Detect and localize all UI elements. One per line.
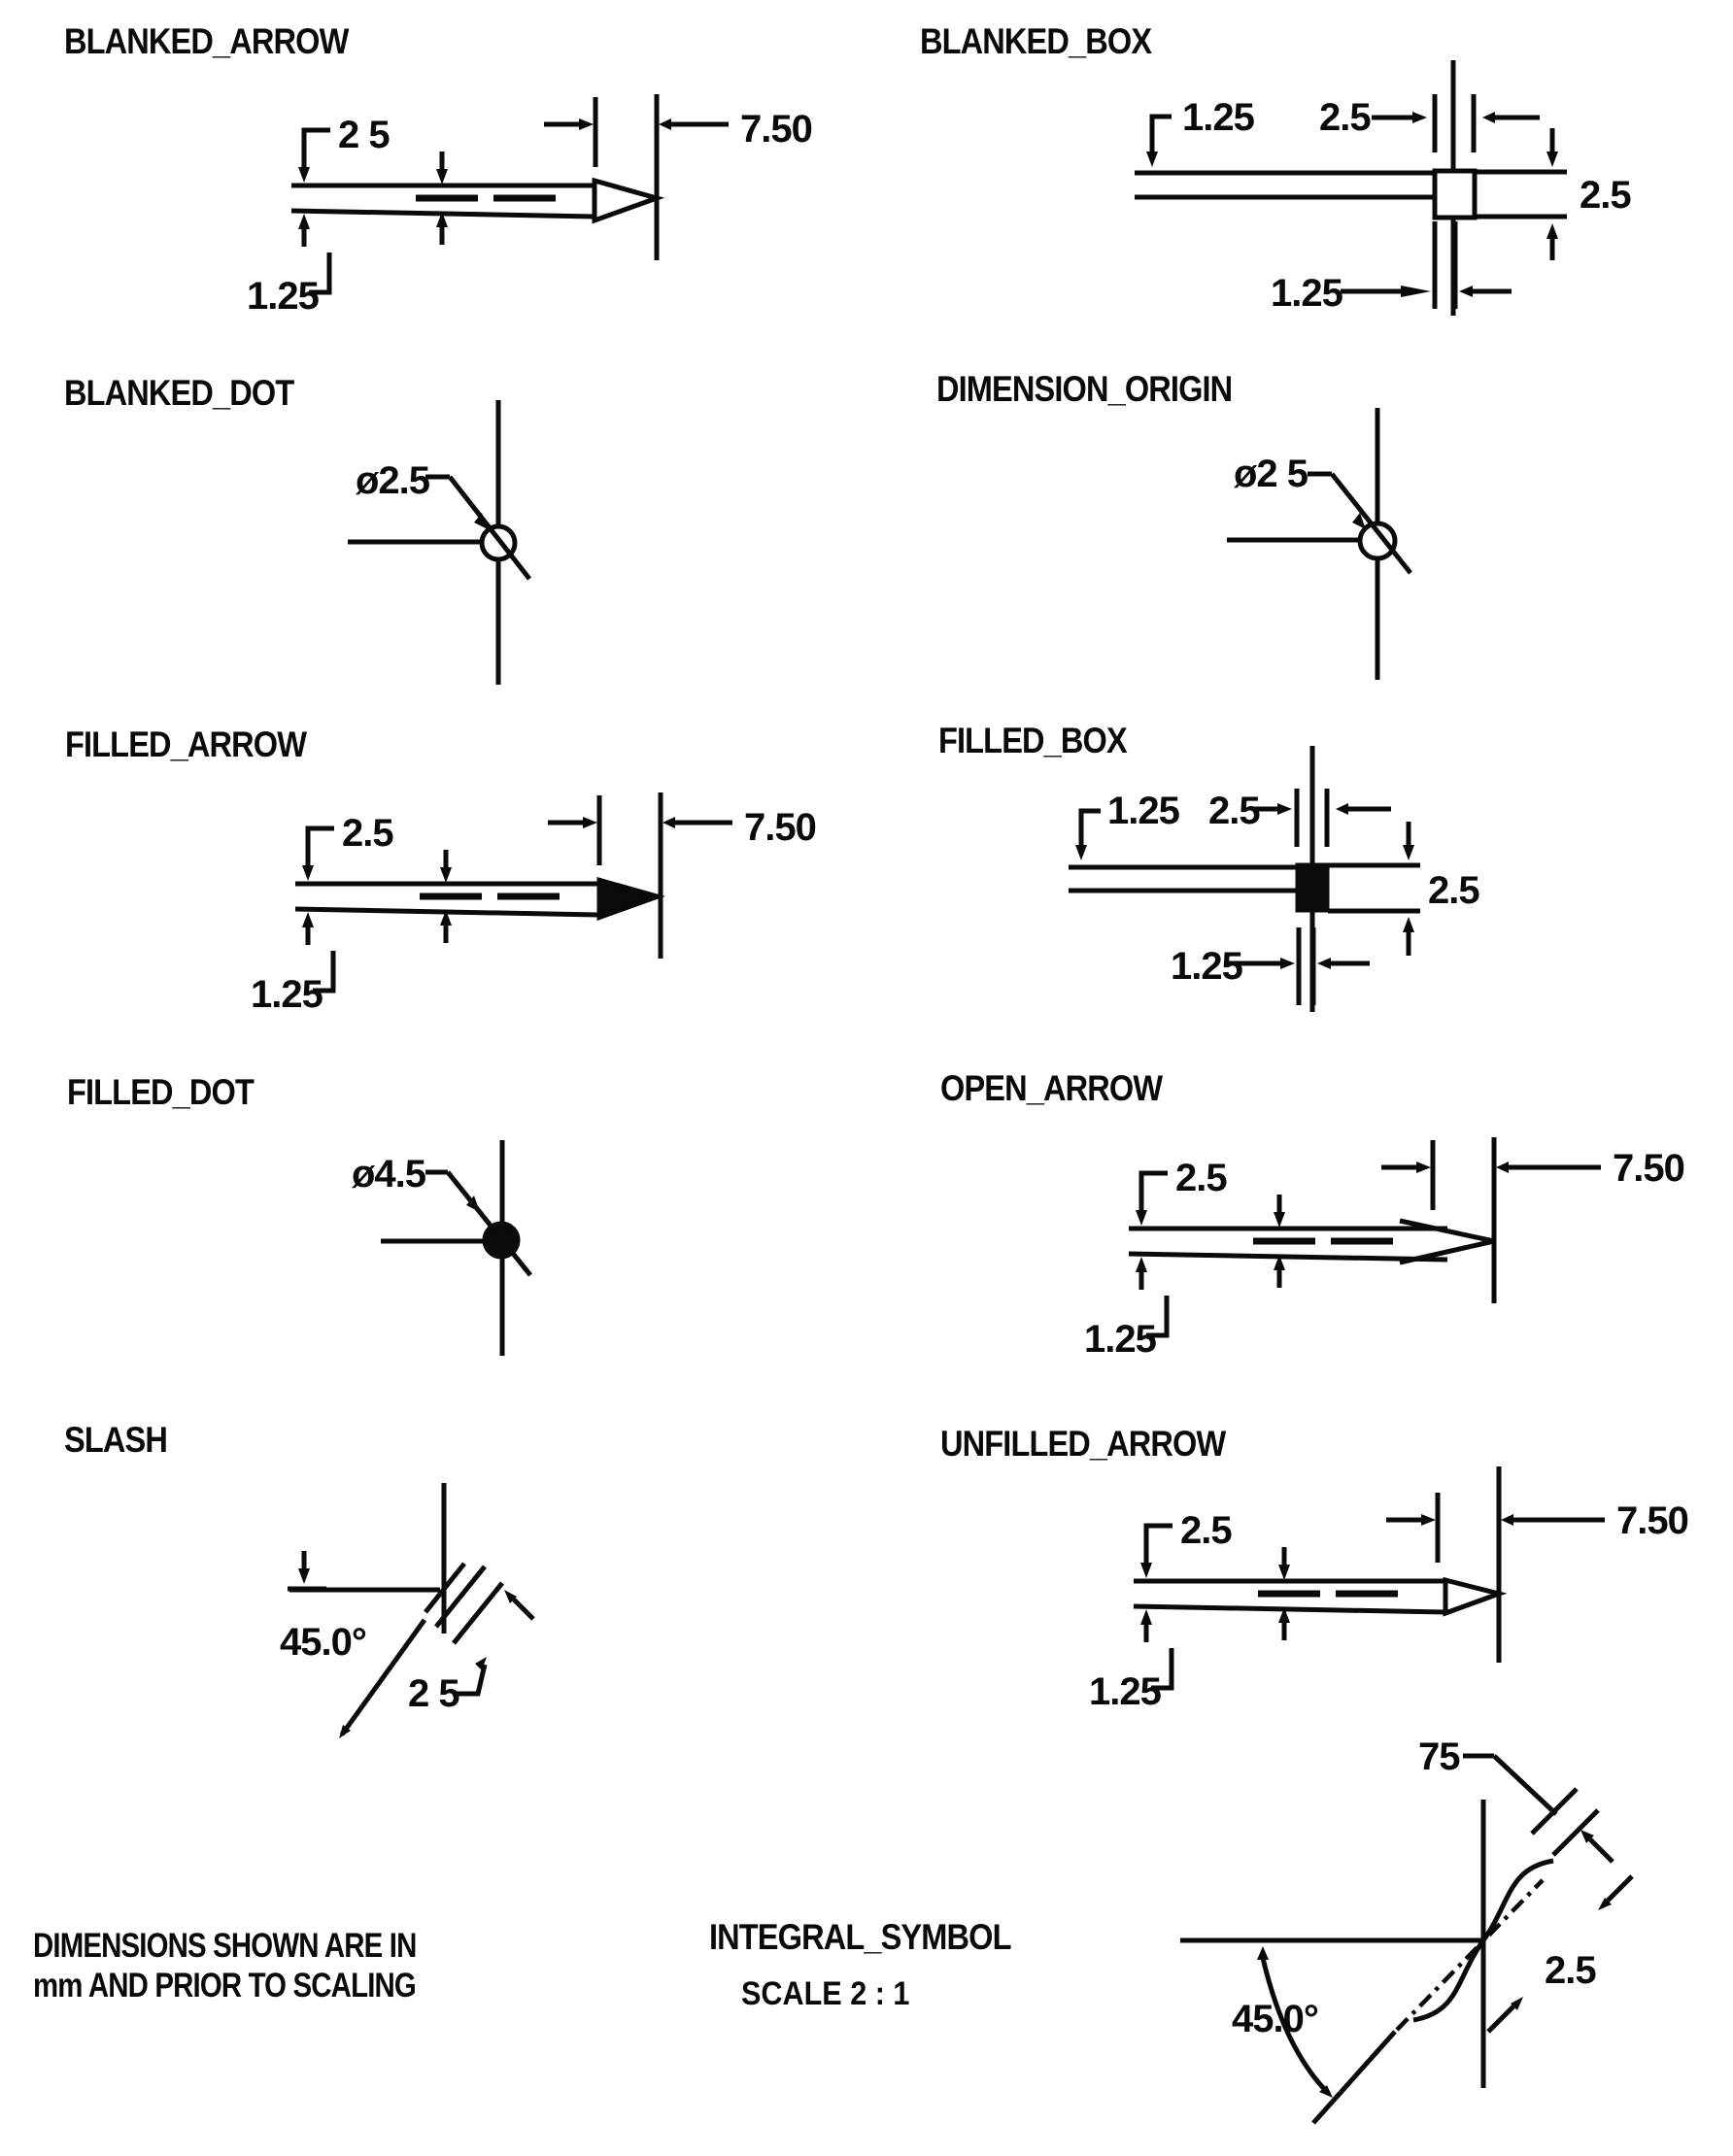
blanked-box-figure: 1.25 2.5 2.5 1.25 — [1135, 60, 1632, 316]
filled-arrowhead — [596, 877, 665, 922]
filled-arrow-figure: 2.5 7.50 1.25 — [251, 792, 817, 1016]
blanked-arrow-figure: 2 5 7.50 1.25 — [247, 94, 813, 318]
blanked-box-dim-left: 1.25 — [1182, 96, 1255, 139]
open-arrow-dim-bottom: 1.25 — [1084, 1318, 1157, 1361]
open-arrowhead — [1399, 1218, 1495, 1265]
title-open-arrow: OPEN_ARROW — [940, 1068, 1163, 1108]
title-blanked-arrow: BLANKED_ARROW — [64, 21, 349, 61]
dimension-origin-diameter: ø2 5 — [1234, 453, 1308, 495]
integral-symbol-figure: 75 2.5 45.0° — [1180, 1735, 1634, 2125]
integral-dim-top: 75 — [1418, 1735, 1460, 1778]
filled-box-dim-width: 2.5 — [1208, 790, 1260, 832]
filled-box-terminator — [1295, 862, 1330, 913]
unfilled-arrow-figure: 2.5 7.50 1.25 — [1089, 1466, 1689, 1713]
unfilled-arrow-dim-right: 7.50 — [1616, 1499, 1688, 1542]
slash-figure: 45.0° 2 5 — [280, 1483, 535, 1738]
unfilled-arrow-dim-bottom: 1.25 — [1089, 1670, 1162, 1713]
dimension-origin-figure: ø2 5 — [1227, 408, 1412, 680]
open-arrow-figure: 2.5 7.50 1.25 — [1084, 1137, 1685, 1361]
filled-arrow-dim-right: 7.50 — [744, 806, 816, 849]
title-slash: SLASH — [64, 1420, 168, 1460]
title-filled-dot: FILLED_DOT — [67, 1072, 255, 1112]
unfilled-arrowhead — [1443, 1576, 1508, 1617]
blanked-arrow-dim-right: 7.50 — [740, 108, 812, 151]
title-filled-arrow: FILLED_ARROW — [65, 724, 307, 764]
filled-box-dim-left: 1.25 — [1107, 790, 1180, 832]
footnote: DIMENSIONS SHOWN ARE IN mm AND PRIOR TO … — [33, 1927, 417, 2005]
slash-terminator — [424, 1562, 466, 1614]
blanked-arrow-dim-top: 2 5 — [338, 114, 390, 156]
integral-angle: 45.0° — [1232, 1998, 1318, 2040]
filled-box-figure: 1.25 2.5 2.5 1.25 — [1069, 746, 1480, 1012]
blanked-dot-diameter: ø2.5 — [356, 459, 430, 502]
filled-dot-figure: ø4.5 — [352, 1140, 532, 1356]
title-blanked-dot: BLANKED_DOT — [64, 373, 294, 413]
slash-angle: 45.0° — [280, 1621, 366, 1664]
title-unfilled-arrow: UNFILLED_ARROW — [940, 1424, 1226, 1464]
blanked-arrowhead — [592, 177, 665, 224]
dimension-origin-terminator — [1357, 521, 1398, 561]
blanked-box-dim-half: 1.25 — [1271, 272, 1343, 315]
unfilled-arrow-dim-top: 2.5 — [1180, 1509, 1232, 1552]
filled-box-dim-height: 2.5 — [1428, 869, 1479, 912]
filled-arrow-dim-bottom: 1.25 — [251, 973, 323, 1016]
blanked-box-dim-height: 2.5 — [1580, 174, 1631, 217]
filled-dot-terminator — [482, 1221, 521, 1260]
blanked-box-terminator — [1432, 168, 1478, 220]
blanked-arrow-dim-bottom: 1.25 — [247, 275, 320, 318]
blanked-box-dim-width: 2.5 — [1319, 96, 1371, 139]
open-arrow-dim-top: 2.5 — [1175, 1157, 1227, 1199]
filled-arrow-dim-top: 2.5 — [342, 812, 393, 855]
title-blanked-box: BLANKED_BOX — [920, 21, 1152, 61]
filled-box-dim-half: 1.25 — [1171, 945, 1243, 988]
filled-dot-diameter: ø4.5 — [352, 1153, 426, 1196]
slash-dim-length: 2 5 — [408, 1672, 459, 1715]
footnote-line-1: DIMENSIONS SHOWN ARE IN — [33, 1927, 417, 1965]
scale-label: SCALE 2 : 1 — [741, 1975, 910, 2012]
title-filled-box: FILLED_BOX — [938, 721, 1128, 760]
blanked-dot-figure: ø2.5 — [348, 400, 531, 685]
integral-dim-size: 2.5 — [1545, 1949, 1596, 1992]
open-arrow-dim-right: 7.50 — [1613, 1147, 1684, 1190]
title-integral-symbol: INTEGRAL_SYMBOL — [709, 1917, 1011, 1957]
footnote-line-2: mm AND PRIOR TO SCALING — [33, 1966, 417, 2004]
integral-terminator — [1412, 1858, 1554, 2023]
title-dimension-origin: DIMENSION_ORIGIN — [936, 369, 1233, 409]
